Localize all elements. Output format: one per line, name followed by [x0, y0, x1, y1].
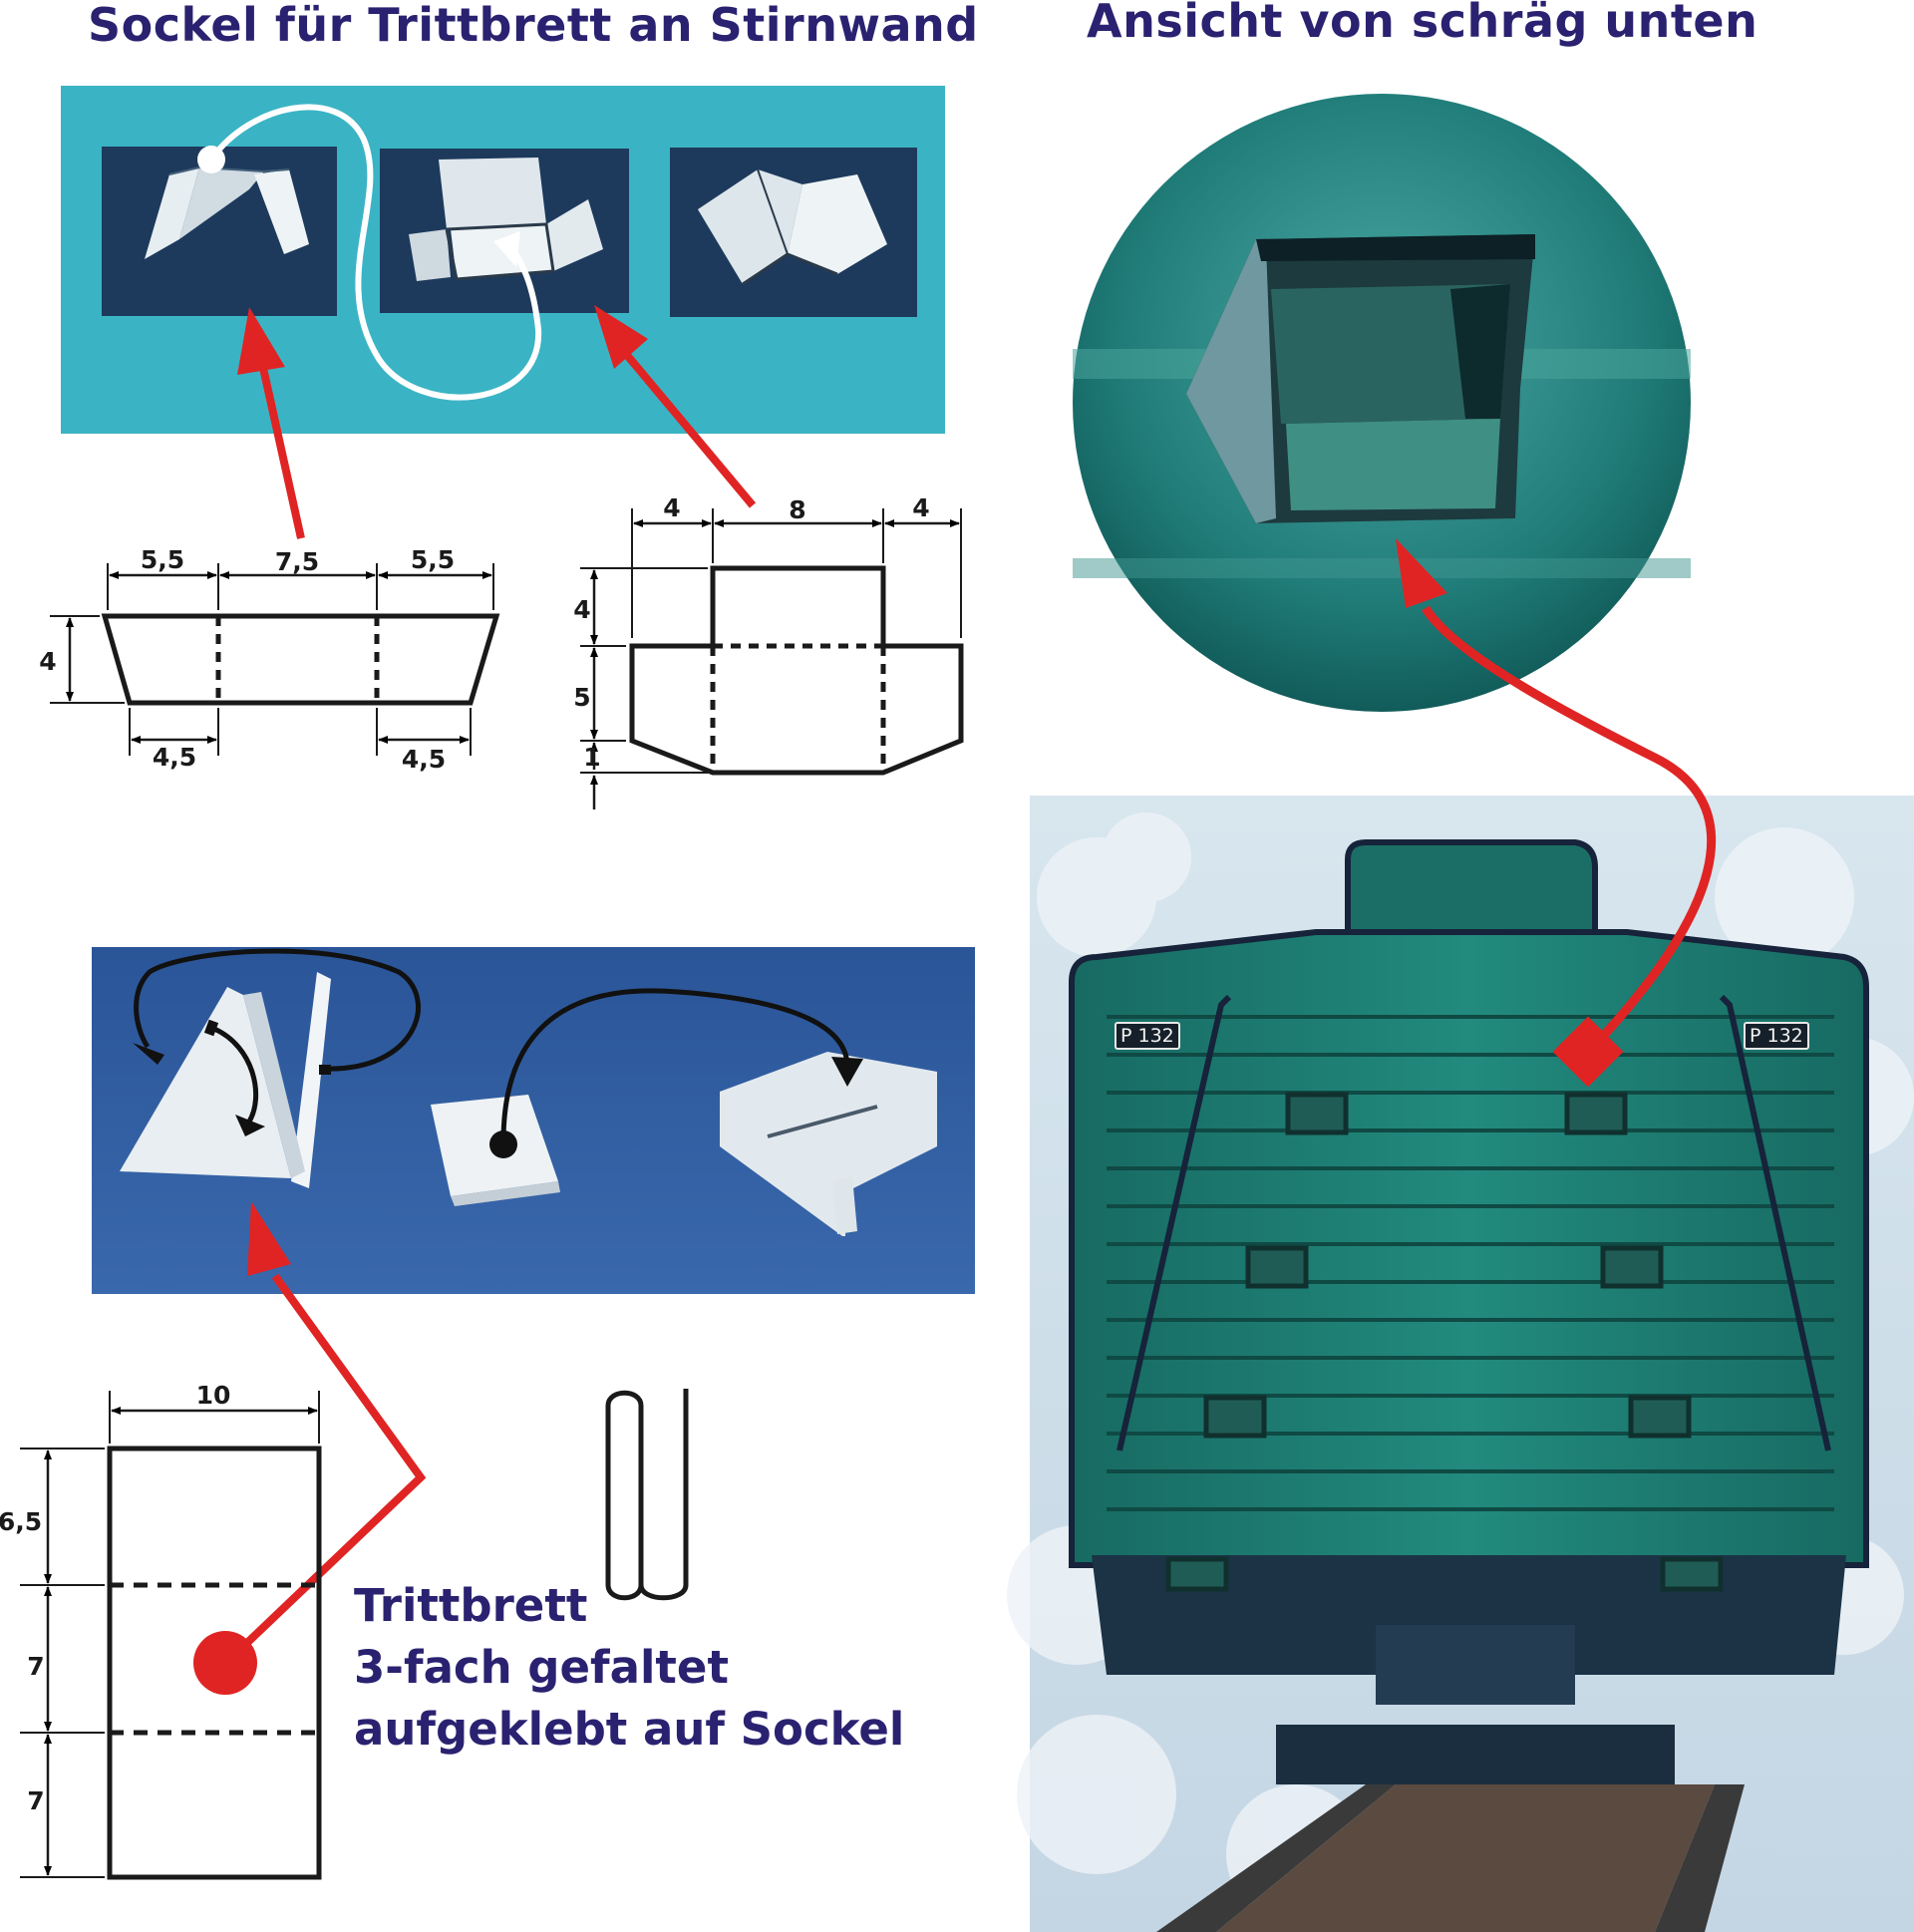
- red-arrow-drawing1-to-photo1: [237, 307, 305, 539]
- drawing3-labels: 10 6,5 7 7: [0, 1381, 230, 1815]
- dim-label: 7: [27, 1652, 44, 1681]
- dim-label: 4: [912, 493, 929, 522]
- dim-label: 5: [573, 683, 590, 712]
- note-line: 3-fach gefaltet: [354, 1641, 729, 1694]
- dim-label: 6,5: [0, 1507, 42, 1536]
- photo-sockel-step1: [102, 147, 337, 316]
- photo-panel-sockel: [61, 86, 945, 434]
- note-line: aufgeklebt auf Sockel: [354, 1703, 905, 1756]
- dim-label: 7: [27, 1786, 44, 1815]
- photo-sockel-step3: [670, 148, 917, 317]
- dim-label: 8: [789, 495, 805, 524]
- dim-label: 7,5: [275, 547, 319, 576]
- dim-label: 5,5: [141, 545, 184, 574]
- black-move-arrow: [500, 988, 850, 1142]
- white-connector-curve: [208, 104, 542, 401]
- dim-label: 10: [196, 1381, 231, 1410]
- drawing-sockel-net: [580, 508, 964, 809]
- dim-label: 4,5: [402, 745, 446, 774]
- drawing2-labels: 4 8 4 4 5 1: [573, 493, 929, 772]
- heading-ansicht: Ansicht von schräg unten: [1087, 0, 1758, 48]
- trittbrett-note: Trittbrett 3-fach gefaltet aufgeklebt au…: [354, 1575, 904, 1761]
- dim-label: 1: [583, 743, 600, 772]
- red-arrow-drawing2-to-photo2: [594, 305, 757, 508]
- dim-label: 4: [573, 595, 590, 624]
- drawing-sockel-trapezoid: [50, 563, 500, 756]
- dim-label: 4: [39, 647, 56, 676]
- wagon-photo: [1007, 796, 1914, 1932]
- dim-label: 5,5: [411, 545, 455, 574]
- black-fold-arrow-outer: [134, 948, 421, 1072]
- heading-sockel: Sockel für Trittbrett an Stirnwand: [88, 0, 979, 52]
- note-line: Trittbrett: [354, 1579, 588, 1632]
- red-arrow-drawing3-to-photo: [193, 1201, 427, 1695]
- dim-label: 4: [663, 493, 680, 522]
- photo-panel-trittbrett: [92, 947, 975, 1294]
- fold-profile-sketch: [605, 1389, 689, 1601]
- detail-circle-closeup: [1073, 94, 1691, 712]
- dim-label: 4,5: [153, 743, 196, 772]
- red-arrow-wagon-to-closeup: [1396, 538, 1717, 1088]
- photo-sockel-step2: [380, 149, 629, 313]
- wagon-plate-left: P 132: [1115, 1022, 1180, 1050]
- drawing-trittbrett: [20, 1391, 322, 1880]
- black-fold-arrow-inner: [212, 1026, 258, 1124]
- wagon-plate-right: P 132: [1744, 1022, 1809, 1050]
- drawing1-labels: 5,5 7,5 5,5 4 4,5 4,5: [39, 545, 455, 774]
